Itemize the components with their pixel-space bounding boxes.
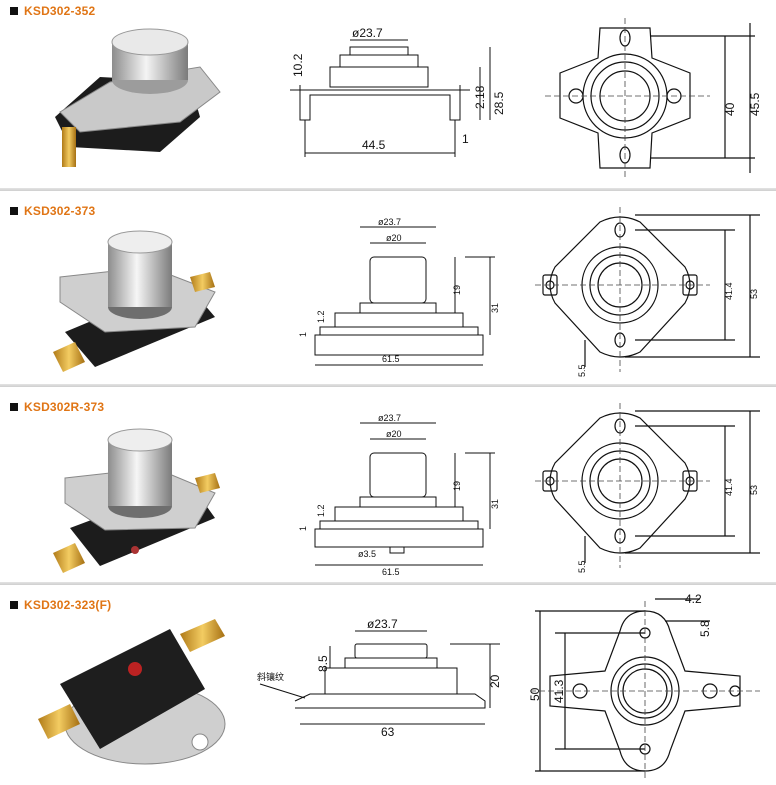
model-name: KSD302-323(F)	[24, 598, 112, 612]
row-divider	[0, 384, 776, 387]
side-dimension-drawing: ø23.7 ø20 1.2 19 31 1 61.5	[298, 217, 500, 366]
dim-hole-spacing: 41.4	[724, 282, 734, 300]
dim-overall-height: 45.5	[748, 92, 762, 116]
dim-overall-height: 53	[749, 485, 759, 495]
dim-inner-diameter: ø20	[386, 429, 402, 439]
side-dimension-drawing: ø23.7 8.5 20 63 斜镶纹	[257, 617, 502, 739]
bullet-square	[10, 403, 18, 411]
dim-hole-spacing: 41.3	[552, 679, 566, 703]
dim-total-height: 31	[490, 499, 500, 509]
dim-cap-diameter: ø23.7	[367, 617, 398, 631]
dim-cap-height: 19	[452, 285, 462, 295]
dim-cap-diameter: ø23.7	[378, 217, 401, 227]
dim-hole-offset: 5.5	[577, 364, 587, 377]
dim-total-height: 20	[488, 674, 502, 688]
dim-cap-height: 19	[452, 481, 462, 491]
top-dimension-drawing: 4.2 5.8 50 41.3	[528, 592, 760, 781]
dim-cap-diameter: ø23.7	[352, 26, 383, 40]
bullet-square	[10, 7, 18, 15]
dim-button-diameter: ø3.5	[358, 549, 376, 559]
dim-base-thickness: 1	[462, 132, 469, 146]
product-photo	[38, 619, 226, 765]
dim-hole-offset: 5.5	[577, 560, 587, 573]
dim-base-width: 61.5	[382, 567, 400, 577]
dim-total-height: 28.5	[492, 91, 506, 115]
row-divider	[0, 582, 776, 585]
product-row-ksd302-323f: KSD302-323(F) ø23.7 8.5 20 63 斜镶纹	[0, 586, 776, 785]
dim-body-height: 2.18	[473, 85, 487, 109]
row-divider	[0, 188, 776, 191]
dim-hole-spacing: 40	[723, 102, 737, 116]
product-label: KSD302-323(F)	[10, 598, 111, 612]
product-photo	[53, 428, 220, 573]
dim-base-width: 61.5	[382, 354, 400, 364]
surface-note: 斜镶纹	[257, 671, 284, 682]
product-label: KSD302-352	[10, 4, 95, 18]
dim-step-height: 1.2	[316, 310, 326, 323]
top-dimension-drawing: 40 45.5	[545, 18, 762, 178]
dim-base-thickness: 1	[298, 526, 308, 531]
dim-overall-height: 53	[749, 289, 759, 299]
product-photo	[55, 28, 221, 167]
dim-step-height: 8.5	[316, 655, 330, 672]
top-dimension-drawing: 41.4 53 5.5	[535, 403, 760, 573]
dim-step-height: 1.2	[316, 504, 326, 517]
dim-step-height: 10.2	[291, 53, 305, 77]
product-label: KSD302-373	[10, 204, 95, 218]
dim-tab-width: 4.2	[685, 592, 702, 606]
product-row-ksd302r-373: KSD302R-373 ø23.7 ø20	[0, 388, 776, 582]
dim-inner-diameter: ø20	[386, 233, 402, 243]
dim-base-thickness: 1	[298, 332, 308, 337]
dim-tab-offset: 5.8	[698, 620, 712, 637]
model-name: KSD302R-373	[24, 400, 105, 414]
dim-hole-spacing: 41.4	[724, 478, 734, 496]
model-name: KSD302-373	[24, 204, 96, 218]
dim-cap-diameter: ø23.7	[378, 413, 401, 423]
dim-total-height: 31	[490, 303, 500, 313]
dim-base-width: 44.5	[362, 138, 386, 152]
side-dimension-drawing: ø23.7 ø20 1.2 19 31 1 ø3.5 61.5	[298, 413, 500, 577]
bullet-square	[10, 207, 18, 215]
model-name: KSD302-352	[24, 4, 96, 18]
dim-base-width: 63	[381, 725, 395, 739]
product-row-ksd302-373: KSD302-373 ø23.7 ø20 1.2 19	[0, 192, 776, 384]
product-photo	[53, 230, 216, 372]
product-label: KSD302R-373	[10, 400, 104, 414]
top-dimension-drawing: 41.4 53 5.5	[535, 207, 760, 377]
dim-overall-height: 50	[528, 687, 542, 701]
bullet-square	[10, 601, 18, 609]
product-row-ksd302-352: KSD302-352 ø23.7 10.2 2.18 28.5	[0, 0, 776, 188]
side-dimension-drawing: ø23.7 10.2 2.18 28.5 1 44.5	[290, 26, 506, 157]
